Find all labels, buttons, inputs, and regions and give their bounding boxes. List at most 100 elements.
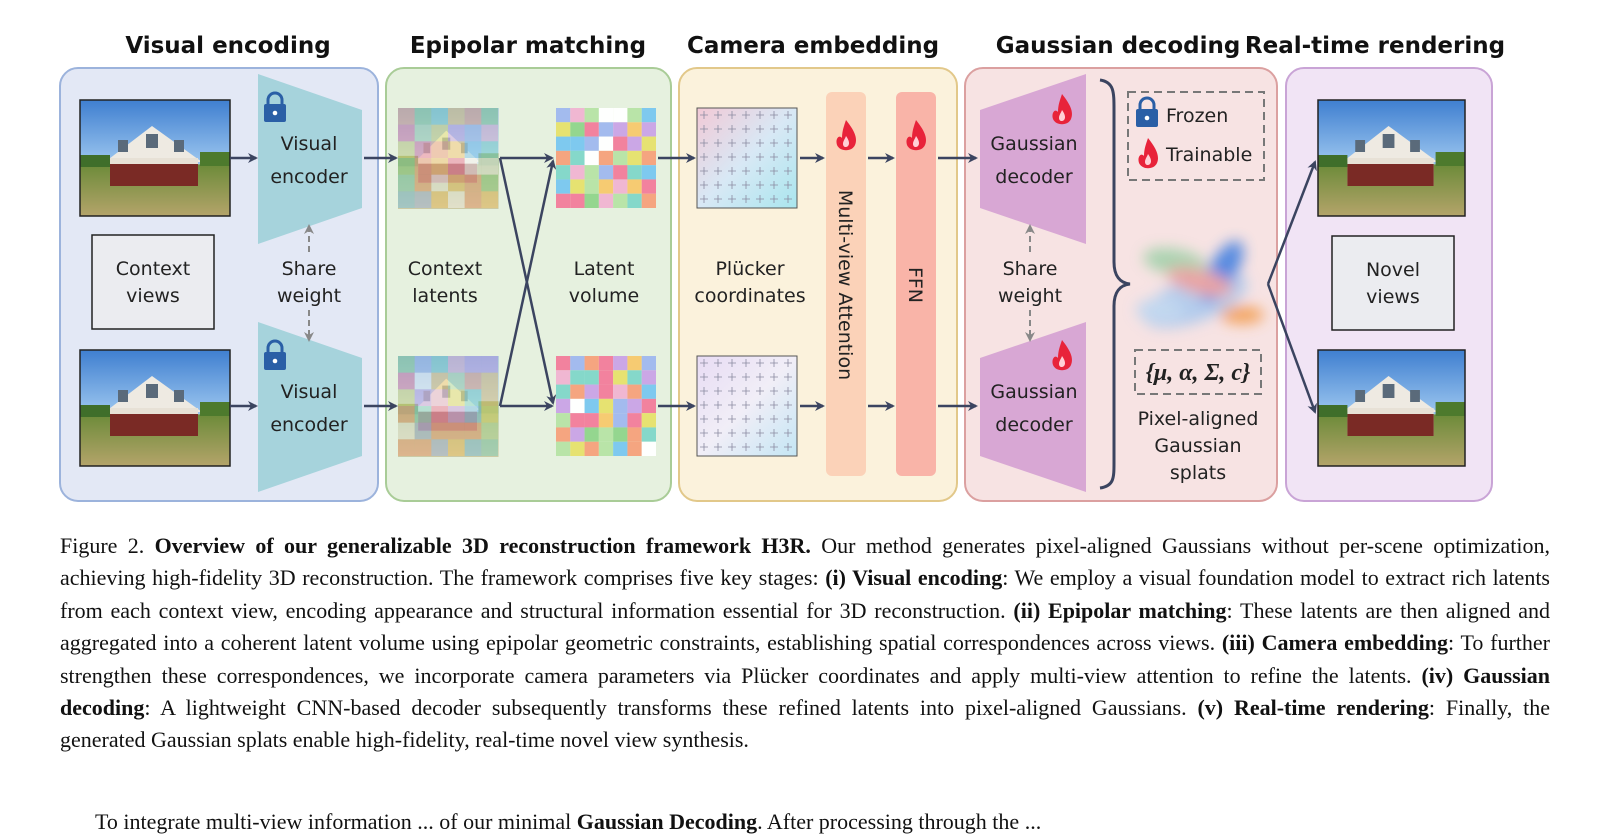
mosaic-cell — [481, 406, 498, 423]
splats-label-3: splats — [1170, 462, 1226, 484]
mosaic-cell — [598, 150, 614, 166]
mosaic-cell — [627, 384, 642, 399]
novel-view-top — [1317, 99, 1466, 217]
context-views-label-2: views — [126, 285, 180, 307]
mosaic-cell — [556, 427, 571, 442]
params-box — [1134, 349, 1262, 395]
mosaic-cell — [627, 179, 642, 194]
mosaic-cell — [431, 439, 448, 456]
mosaic-cell — [641, 165, 656, 180]
mosaic-cell — [464, 422, 482, 440]
context-views-label: Context — [116, 258, 190, 280]
mosaic-cell — [570, 122, 585, 137]
mosaic-cell — [570, 413, 585, 428]
novel-views-label-2: views — [1366, 286, 1420, 308]
caption-stage-1-text: : We employ a visual foundation model to… — [60, 565, 1550, 623]
header-epipolar-matching: Epipolar matching — [410, 33, 646, 59]
mosaic-cell — [556, 136, 571, 151]
mosaic-cell — [570, 150, 585, 166]
mosaic-cell — [448, 158, 465, 175]
mosaic-cell — [481, 191, 498, 208]
mosaic-cell — [556, 150, 571, 166]
caption-stage-4-head: (iv) Gaussian decoding — [60, 662, 1550, 721]
mosaic-cell — [584, 165, 599, 180]
mosaic-cell — [448, 439, 465, 456]
gaussian-decoder-label-2: decoder — [995, 166, 1073, 188]
mosaic-cell — [627, 136, 642, 151]
mosaic-cell — [598, 384, 614, 399]
visual-encoder-label-2: encoder — [270, 166, 348, 188]
mosaic-cell — [556, 413, 571, 428]
mosaic-cell — [570, 179, 585, 194]
mosaic-cell — [398, 174, 415, 192]
mosaic-cell — [598, 356, 614, 371]
mosaic-cell — [414, 141, 432, 158]
share-weight-label: Share — [282, 258, 337, 280]
mosaic-cell — [481, 124, 498, 142]
mosaic-cell — [556, 384, 571, 399]
mosaic-cell — [464, 389, 482, 406]
novel-views-label: Novel — [1366, 259, 1420, 281]
mosaic-cell — [613, 370, 628, 385]
mosaic-cell — [556, 441, 571, 456]
mosaic-cell — [584, 398, 599, 414]
mosaic-cell — [448, 389, 465, 406]
arrow — [1266, 160, 1317, 285]
mosaic-cell — [627, 441, 642, 456]
share-weight-label: Share — [1003, 258, 1058, 280]
mosaic-cell — [641, 136, 656, 151]
mosaic-cell — [613, 179, 628, 194]
input-view-bottom — [79, 349, 231, 467]
mosaic-cell — [431, 191, 448, 208]
plucker-grid-bottom — [696, 355, 798, 457]
mosaic-cell — [598, 122, 614, 137]
mosaic-cell — [431, 406, 448, 423]
mosaic-cell — [414, 356, 432, 373]
mosaic-cell — [556, 122, 571, 137]
header-visual-encoding: Visual encoding — [125, 33, 330, 59]
figure-caption: Figure 2. Overview of our generalizable … — [60, 530, 1550, 757]
mosaic-cell — [613, 165, 628, 180]
mosaic-cell — [613, 427, 628, 442]
mosaic-cell — [448, 124, 465, 142]
input-view-top — [79, 99, 231, 217]
caption-stage-2-text: : These latents are then aligned and agg… — [60, 597, 1550, 656]
arrow — [1266, 283, 1317, 414]
mosaic-cell — [598, 413, 614, 428]
mosaic-cell — [414, 158, 432, 175]
gaussian-splats-image — [1136, 240, 1264, 328]
multi-view-attention-label: Multi-view Attention — [834, 190, 856, 380]
mosaic-cell — [464, 191, 482, 208]
mosaic-cell — [414, 439, 432, 456]
caption-stage-4-text: : A lightweight CNN-based decoder subseq… — [144, 695, 1198, 721]
mosaic-cell — [641, 427, 656, 442]
plucker-label: Plücker — [715, 258, 784, 280]
mosaic-cell — [414, 372, 432, 390]
mosaic-cell — [641, 398, 656, 414]
mosaic-cell — [464, 158, 482, 175]
mosaic-cell — [398, 141, 415, 158]
mosaic-cell — [641, 384, 656, 399]
mosaic-cell — [464, 124, 482, 142]
mosaic-cell — [641, 108, 656, 123]
mosaic-cell — [641, 356, 656, 371]
mosaic-cell — [641, 370, 656, 385]
mosaic-cell — [641, 441, 656, 456]
mosaic-cell — [464, 439, 482, 456]
mosaic-cell — [598, 179, 614, 194]
mosaic-cell — [481, 356, 498, 373]
mosaic-cell — [398, 191, 415, 208]
mosaic-cell — [448, 108, 465, 125]
context-latent-bottom — [398, 356, 499, 457]
mosaic-cell — [556, 370, 571, 385]
mosaic-cell — [613, 108, 628, 123]
mosaic-cell — [598, 441, 614, 456]
mosaic-cell — [627, 165, 642, 180]
caption-stage-2-head: (ii) Epipolar matching — [1013, 597, 1227, 623]
output-brace — [1099, 78, 1131, 490]
mosaic-cell — [448, 356, 465, 373]
mosaic-cell — [448, 406, 465, 423]
mosaic-cell — [627, 356, 642, 371]
mosaic-cell — [464, 141, 482, 158]
mosaic-cell — [448, 141, 465, 158]
